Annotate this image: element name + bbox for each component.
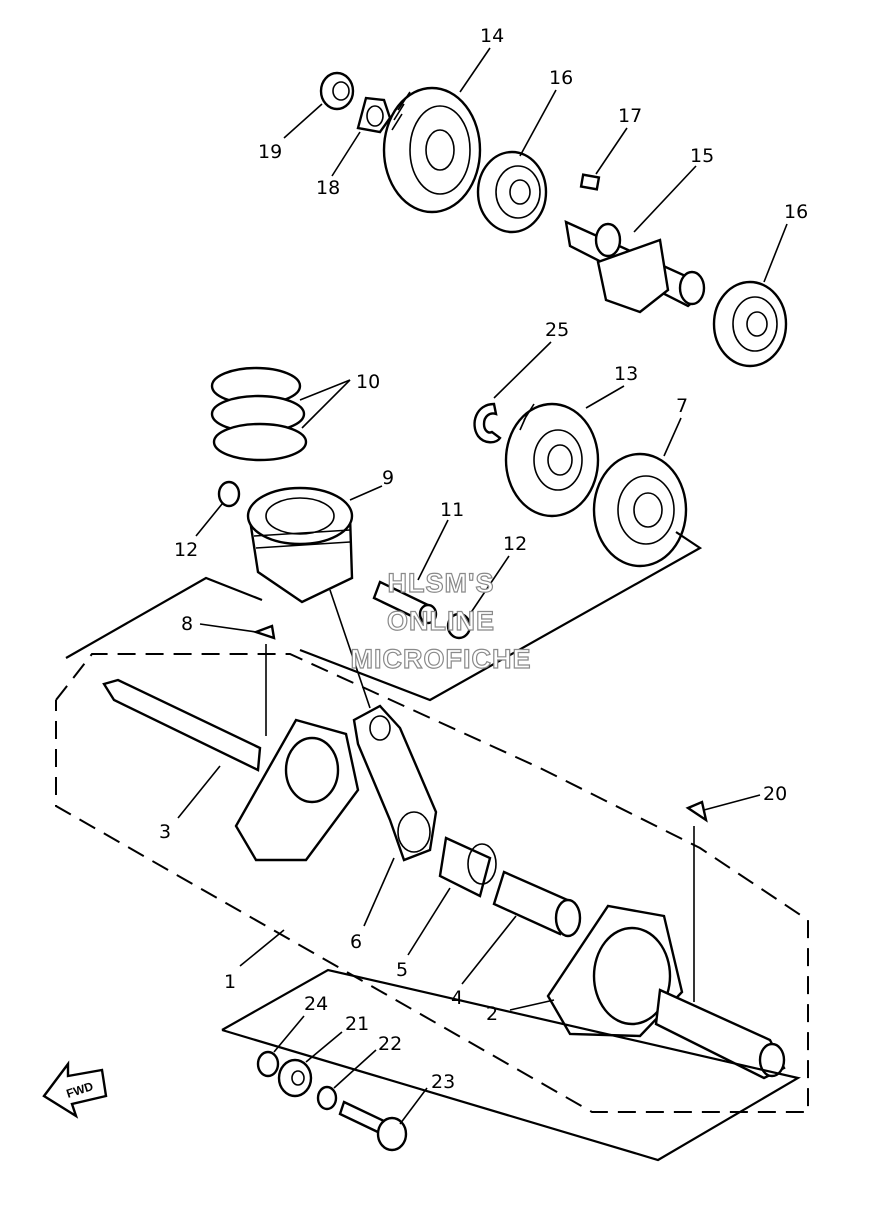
label-22: 22 [378,1033,402,1055]
part-5-needle-bearing [438,836,497,898]
svg-text:HLSM'S: HLSM'S [388,568,495,598]
part-7-crank-bearing [592,452,688,568]
part-15-balancer-shaft [564,219,706,314]
label-21: 21 [345,1013,369,1035]
label-15: 15 [690,145,714,167]
label-10: 10 [356,371,380,393]
part-6-connecting-rod [352,704,438,862]
watermark: HLSM'S ONLINE MICROFICHE [350,567,532,674]
label-4: 4 [451,987,463,1009]
part-14-balancer-gear [382,86,482,214]
label-7: 7 [676,395,688,417]
part-23-bolt [338,1100,408,1152]
part-20-key [685,800,708,823]
label-5: 5 [396,959,408,981]
label-19: 19 [258,141,282,163]
label-6: 6 [350,931,362,953]
label-13: 13 [614,363,638,385]
label-12-left: 12 [174,539,198,561]
piston-group-outline-right [299,531,703,702]
part-3-crank-half-left [102,678,360,862]
part-25-circlip [473,402,502,444]
part-11-piston-pin [372,580,438,625]
part-18-lock-washer [356,96,392,134]
part-19-nut [319,71,355,111]
lower-group-outline [221,968,801,1162]
part-16-bearing-right [712,280,788,368]
svg-text:ONLINE: ONLINE [387,606,495,636]
svg-text:MICROFICHE: MICROFICHE [351,644,532,674]
part-10-piston-rings [210,366,308,462]
label-16-upper: 16 [549,67,573,89]
part-12-circlip-right [446,612,472,640]
label-8: 8 [181,613,193,635]
label-11: 11 [440,499,464,521]
part-2-crank-half-right [546,904,786,1080]
part-8-key [252,624,276,640]
label-20: 20 [763,783,787,805]
label-17: 17 [618,105,642,127]
label-16-right: 16 [784,201,808,223]
crank-dash-outline [55,653,809,1113]
label-25: 25 [545,319,569,341]
label-23: 23 [431,1071,455,1093]
part-22-circlip [316,1085,338,1111]
label-12-right: 12 [503,533,527,555]
leader-lines [177,47,788,1125]
label-1: 1 [224,971,236,993]
part-21-washer [277,1058,313,1098]
piston-group-outline [65,576,263,659]
label-14: 14 [480,25,504,47]
part-4-crank-pin [492,870,582,938]
part-9-piston [246,486,354,604]
label-2: 2 [486,1003,498,1025]
part-12-circlip-left [217,480,241,508]
part-17-key [579,173,601,191]
label-18: 18 [316,177,340,199]
part-13-drive-gear [504,402,600,518]
label-3: 3 [159,821,171,843]
part-16-bearing-upper [476,150,548,234]
fwd-arrow-icon: FWD [42,1060,108,1119]
label-9: 9 [382,467,394,489]
label-24: 24 [304,993,328,1015]
part-24-o-ring [256,1050,280,1078]
